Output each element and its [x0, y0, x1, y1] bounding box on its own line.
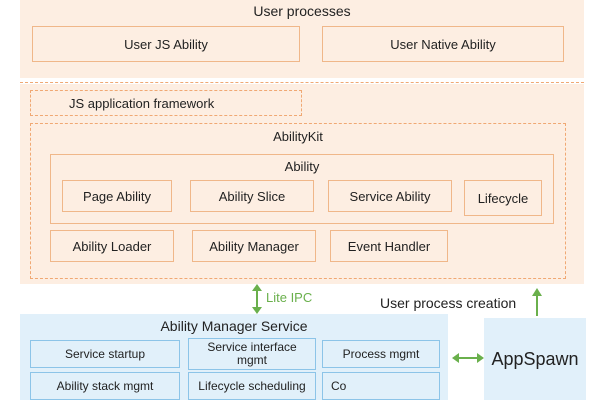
- user-process-creation-arrow-icon: [532, 288, 542, 316]
- ability-slice-box: Ability Slice: [190, 180, 314, 212]
- service-ability-box: Service Ability: [328, 180, 452, 212]
- user-js-ability-box: User JS Ability: [32, 26, 300, 62]
- abilitykit-title: AbilityKit: [273, 128, 323, 144]
- ability-stack-mgmt-box: Ability stack mgmt: [30, 372, 180, 400]
- service-interface-mgmt-box: Service interface mgmt: [188, 338, 316, 370]
- connection-box: Co: [322, 372, 440, 400]
- user-process-creation-label: User process creation: [380, 295, 517, 311]
- abilitykit-box: [30, 123, 566, 279]
- js-framework-box: JS application framework: [30, 90, 302, 116]
- process-separator-line: [20, 82, 584, 83]
- ability-manager-box: Ability Manager: [192, 230, 316, 262]
- lifecycle-scheduling-box: Lifecycle scheduling: [188, 372, 316, 400]
- service-startup-box: Service startup: [30, 340, 180, 368]
- ability-title: Ability: [284, 158, 320, 174]
- event-handler-box: Event Handler: [330, 230, 448, 262]
- lifecycle-box: Lifecycle: [464, 180, 542, 216]
- lite-ipc-label: Lite IPC: [266, 290, 313, 305]
- user-processes-title: User processes: [253, 3, 351, 19]
- process-mgmt-box: Process mgmt: [322, 340, 440, 368]
- appspawn-label: AppSpawn: [491, 348, 579, 369]
- appspawn-box: AppSpawn: [484, 318, 586, 400]
- connection-label: Co: [331, 379, 347, 393]
- ability-loader-box: Ability Loader: [50, 230, 174, 262]
- js-framework-label: JS application framework: [69, 95, 215, 111]
- appspawn-arrow-icon: [452, 353, 484, 363]
- page-ability-box: Page Ability: [62, 180, 172, 212]
- user-native-ability-box: User Native Ability: [322, 26, 564, 62]
- lite-ipc-arrow-icon: [252, 284, 262, 314]
- ams-title: Ability Manager Service: [160, 318, 308, 334]
